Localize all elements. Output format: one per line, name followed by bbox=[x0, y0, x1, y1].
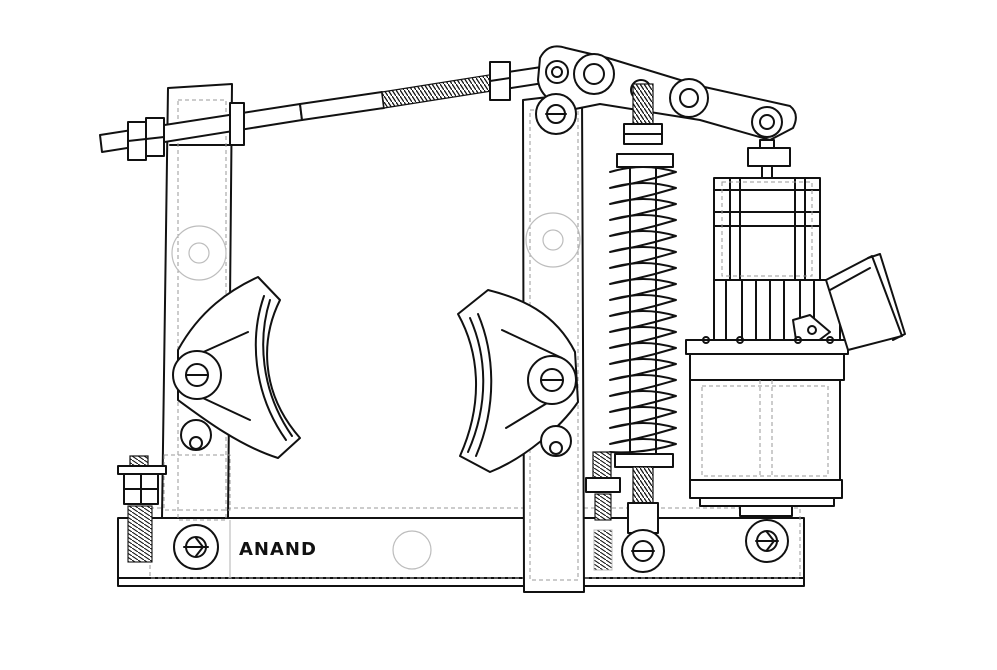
terminal-box bbox=[825, 253, 906, 351]
base-pin-right bbox=[745, 519, 789, 563]
compression-spring bbox=[609, 166, 677, 454]
tie-rod bbox=[99, 61, 551, 161]
brand-label: ANAND bbox=[239, 539, 317, 560]
right-adjust-screw bbox=[585, 451, 621, 571]
thruster-unit bbox=[685, 139, 906, 517]
base-pin-left bbox=[173, 524, 219, 570]
base-plate bbox=[117, 507, 805, 587]
left-adjust-screw bbox=[117, 455, 167, 563]
base-hole-circle bbox=[392, 530, 432, 570]
spring-assembly bbox=[609, 83, 677, 573]
tie-rod-nut-right bbox=[489, 61, 511, 101]
right-brake-shoe bbox=[457, 289, 579, 473]
tie-rod-collar bbox=[229, 102, 245, 146]
tie-rod-nut-left bbox=[127, 117, 165, 161]
left-brake-shoe bbox=[172, 276, 301, 459]
